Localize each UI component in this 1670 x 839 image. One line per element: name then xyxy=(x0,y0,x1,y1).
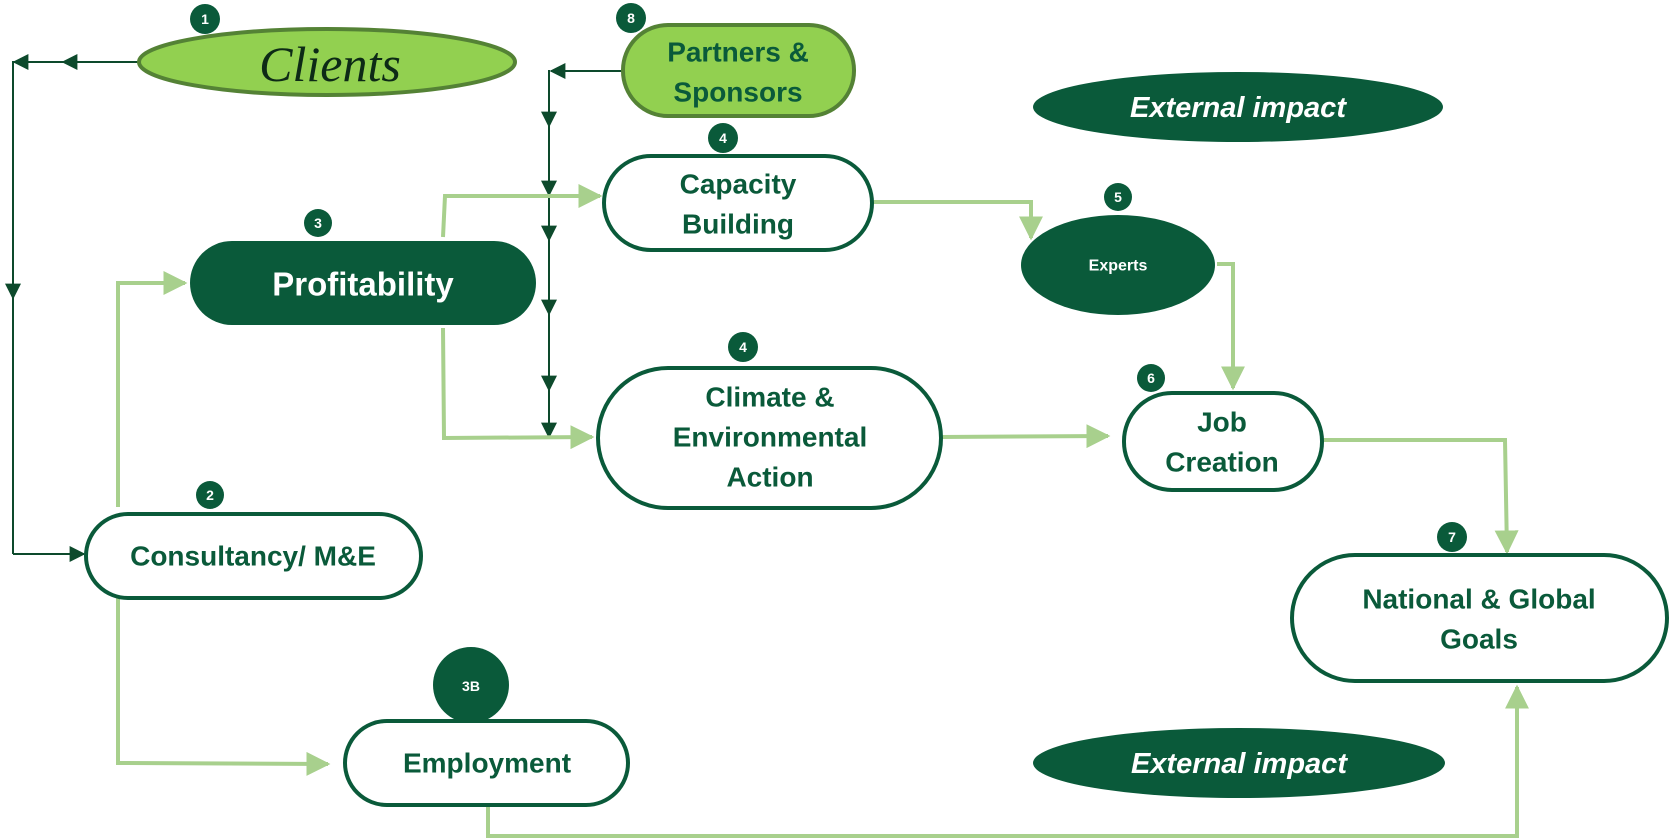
badge-experts: 5 xyxy=(1104,183,1132,211)
svg-text:1: 1 xyxy=(201,11,209,27)
climate-label-line1: Climate & xyxy=(705,382,834,413)
external-impact-top-label: External impact xyxy=(1130,92,1347,124)
svg-text:6: 6 xyxy=(1147,370,1155,386)
employment-shape xyxy=(343,719,630,807)
node-national-global-goals[interactable]: National & Global Goals xyxy=(1290,553,1669,683)
connector-profitability-to-climate xyxy=(441,327,595,450)
node-job-creation[interactable]: Job Creation xyxy=(1122,391,1324,492)
clients-shape xyxy=(137,27,517,97)
jobs-label-line1: Job xyxy=(1197,407,1247,438)
employment-label: Employment xyxy=(403,748,571,779)
svg-text:4: 4 xyxy=(719,130,727,146)
node-consultancy[interactable]: Consultancy/ M&E xyxy=(84,512,423,600)
svg-text:7: 7 xyxy=(1448,529,1456,545)
node-clients[interactable]: Clients xyxy=(137,27,517,97)
badge-goals: 7 xyxy=(1437,522,1467,552)
capacity-shape xyxy=(602,154,874,252)
node-partners-sponsors[interactable]: Partners & Sponsors xyxy=(621,23,856,118)
badge-climate: 4 xyxy=(728,332,758,362)
partners-shape xyxy=(621,23,856,118)
node-employment[interactable]: Employment xyxy=(343,719,630,807)
partners-feedback-connector xyxy=(541,63,622,439)
node-external-impact-bottom[interactable]: External impact xyxy=(1033,728,1445,798)
experts-shape xyxy=(1021,215,1215,315)
climate-shape xyxy=(596,366,943,510)
external-impact-top-shape xyxy=(1033,72,1443,142)
connector-jobs-to-goals xyxy=(1322,438,1519,555)
external-impact-bottom-shape xyxy=(1033,728,1445,798)
connector-capacity-to-experts xyxy=(871,200,1043,241)
profitability-label: Profitability xyxy=(272,266,454,303)
node-profitability[interactable]: Profitability xyxy=(190,241,536,325)
svg-text:3: 3 xyxy=(314,215,322,231)
connector-employment-to-goals xyxy=(486,684,1529,838)
consultancy-shape xyxy=(84,512,423,600)
badge-jobs: 6 xyxy=(1137,364,1165,392)
connector-climate-to-jobs xyxy=(939,424,1111,449)
node-external-impact-top[interactable]: External impact xyxy=(1033,72,1443,142)
node-capacity-building[interactable]: Capacity Building xyxy=(602,154,874,252)
connector-profitability-to-capacity xyxy=(441,184,603,238)
svg-text:5: 5 xyxy=(1114,189,1122,205)
svg-text:8: 8 xyxy=(627,10,635,26)
profitability-shape xyxy=(190,241,536,325)
partners-label-line1: Partners & xyxy=(667,37,809,68)
climate-label-line2: Environmental xyxy=(673,422,867,453)
connector-consultancy-to-profitability xyxy=(116,271,188,507)
external-impact-bottom-label: External impact xyxy=(1131,748,1348,780)
badge-consultancy: 2 xyxy=(196,481,224,509)
node-experts[interactable]: Experts xyxy=(1021,215,1215,315)
goals-label-line1: National & Global xyxy=(1362,584,1595,615)
svg-text:2: 2 xyxy=(206,487,214,503)
jobs-shape xyxy=(1122,391,1324,492)
capacity-label-line1: Capacity xyxy=(680,169,797,200)
badge-partners: 8 xyxy=(616,3,646,33)
connector-experts-to-jobs xyxy=(1217,262,1245,391)
goals-label-line2: Goals xyxy=(1440,624,1518,655)
partners-label-line2: Sponsors xyxy=(673,77,802,108)
badge-capacity: 4 xyxy=(708,123,738,153)
consultancy-label: Consultancy/ M&E xyxy=(130,541,376,572)
experts-label: Experts xyxy=(1089,258,1148,275)
goals-shape xyxy=(1290,553,1669,683)
connector-consultancy-to-employment xyxy=(116,598,331,776)
capacity-label-line2: Building xyxy=(682,209,794,240)
node-climate-action[interactable]: Climate & Environmental Action xyxy=(596,366,943,510)
clients-feedback-connector xyxy=(5,54,138,562)
clients-label: Clients xyxy=(259,36,401,92)
climate-label-line3: Action xyxy=(726,462,813,493)
badge-employment: 3B xyxy=(433,647,509,723)
svg-text:4: 4 xyxy=(739,339,747,355)
badge-clients: 1 xyxy=(190,4,220,34)
jobs-label-line2: Creation xyxy=(1165,447,1279,478)
badge-profitability: 3 xyxy=(304,209,332,237)
svg-text:3B: 3B xyxy=(462,678,480,694)
